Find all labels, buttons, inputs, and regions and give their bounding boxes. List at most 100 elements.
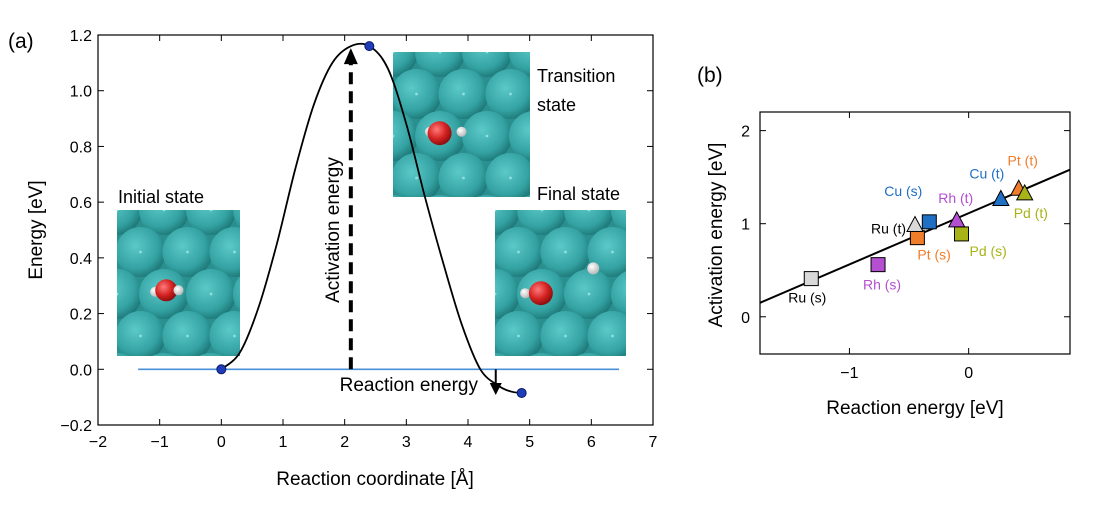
surface-atom xyxy=(495,327,497,345)
surface-atom-center xyxy=(162,210,166,212)
surface-atom-center xyxy=(611,334,614,338)
surface-atom xyxy=(495,311,544,356)
surface-atom xyxy=(580,0,630,35)
surface-atom-center xyxy=(257,209,260,212)
hydrogen-atom xyxy=(173,285,184,296)
surface-atom-center xyxy=(485,134,489,138)
surface-atom-center xyxy=(682,209,685,212)
surface-atom xyxy=(517,210,567,235)
surface-atom xyxy=(393,52,418,77)
surface-atom-center xyxy=(116,377,119,380)
surface-atom xyxy=(485,69,530,119)
surface-atom-center xyxy=(280,335,283,338)
surface-atom-center xyxy=(447,293,450,296)
surface-atom-center xyxy=(186,419,189,422)
surface-atom-center xyxy=(580,135,583,138)
x-tick-label: −2 xyxy=(89,434,107,451)
y-tick-label: 2 xyxy=(741,124,750,141)
x-tick-label: 1 xyxy=(279,434,288,451)
surface-atom xyxy=(117,353,129,356)
y-tick-label: −0.2 xyxy=(60,418,92,435)
energy-point xyxy=(216,364,227,375)
surface-atom-center xyxy=(415,92,418,96)
inset-transition-state-label-line1: Transition xyxy=(537,66,615,86)
surface-atom-center xyxy=(438,52,442,54)
surface-atom-center xyxy=(280,419,283,422)
surface-atom-center xyxy=(209,292,213,296)
surface-atom-center xyxy=(462,176,465,180)
point-pd-t-triangle xyxy=(1015,183,1034,201)
x-tick-label: 4 xyxy=(464,434,473,451)
surface-atom-center xyxy=(705,419,708,422)
inset-final-state-label: Final state xyxy=(537,184,620,204)
x-tick-label: 7 xyxy=(649,434,658,451)
surface-atom xyxy=(415,52,465,77)
surface-atom xyxy=(635,227,685,277)
surface-atom-center xyxy=(117,292,119,296)
surface-atom-center xyxy=(392,219,395,222)
inset-initial-state-label: Initial state xyxy=(118,187,204,207)
surface-atom xyxy=(494,395,544,445)
panel-a-y-ticks: −0.20.00.20.40.60.81.01.2 xyxy=(60,28,653,435)
surface-atom-center xyxy=(447,209,450,212)
surface-atom xyxy=(117,311,166,356)
surface-atom-center xyxy=(517,334,520,338)
surface-atom-center xyxy=(415,261,418,264)
point-label-pt-s: Pt (s) xyxy=(917,247,950,263)
surface-atom-center xyxy=(588,377,591,380)
surface-atom xyxy=(393,153,442,197)
inset-final-state-image xyxy=(447,167,708,445)
point-pt-s-square xyxy=(909,230,925,246)
surface-atom xyxy=(658,185,708,235)
surface-atom xyxy=(439,0,489,35)
surface-atom xyxy=(209,311,240,356)
surface-atom-center xyxy=(139,167,142,170)
surface-atom xyxy=(587,311,626,356)
surface-atom-center xyxy=(517,419,520,422)
surface-atom-center xyxy=(533,51,536,54)
surface-atom xyxy=(509,111,530,161)
inset-atoms xyxy=(368,0,630,287)
surface-atom-center xyxy=(327,419,330,422)
surface-atom-center xyxy=(233,334,236,338)
surface-atom xyxy=(635,311,685,361)
reaction-energy-arrow-head xyxy=(489,382,502,395)
surface-atom-center xyxy=(186,167,189,170)
x-tick-label: 3 xyxy=(402,434,411,451)
surface-atom xyxy=(233,353,283,403)
x-tick-label: −1 xyxy=(151,434,169,451)
surface-atom-center xyxy=(304,377,307,380)
surface-atom xyxy=(233,210,240,228)
surface-atom-center xyxy=(327,335,330,338)
surface-atom xyxy=(257,311,307,361)
surface-atom-center xyxy=(658,419,661,422)
surface-atom-center xyxy=(705,335,708,338)
surface-atom xyxy=(393,111,418,161)
y-tick-label: 1.2 xyxy=(70,28,92,45)
surface-atom xyxy=(477,195,497,197)
surface-atom-center xyxy=(580,51,583,54)
surface-atom-center xyxy=(462,9,465,12)
surface-atom xyxy=(533,0,583,35)
surface-atom-center xyxy=(485,52,489,54)
surface-atom xyxy=(541,395,591,445)
surface-atom xyxy=(495,210,520,235)
x-tick-label: 5 xyxy=(525,434,534,451)
surface-atom xyxy=(152,353,176,356)
surface-atom-center xyxy=(509,176,512,180)
surface-atom-center xyxy=(280,167,283,170)
surface-atom-center xyxy=(611,167,614,170)
point-label-pd-s: Pd (s) xyxy=(970,243,1007,259)
surface-atom-center xyxy=(611,250,614,254)
y-tick-label: 0.0 xyxy=(70,362,92,379)
surface-atom xyxy=(495,353,507,356)
surface-atom-center xyxy=(540,210,544,212)
surface-atom-center xyxy=(603,93,606,96)
reaction-energy-label: Reaction energy xyxy=(340,375,479,396)
surface-atom-center xyxy=(117,210,119,212)
surface-atom xyxy=(392,237,442,287)
surface-atom-center xyxy=(517,250,520,254)
surface-atom-center xyxy=(368,9,371,12)
